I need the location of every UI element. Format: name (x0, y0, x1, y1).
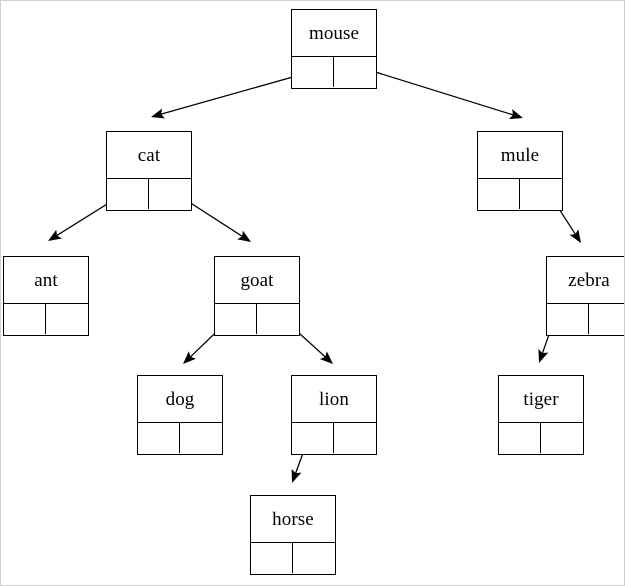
tree-node-goat[interactable]: goat (214, 256, 300, 336)
edge-arrowhead (569, 229, 581, 243)
node-pointers-ant (4, 304, 88, 334)
left-pointer-cell-horse[interactable] (251, 543, 293, 573)
left-pointer-cell-goat[interactable] (215, 304, 257, 334)
node-pointers-dog (138, 423, 222, 453)
node-pointers-goat (215, 304, 299, 334)
left-pointer-cell-zebra[interactable] (547, 304, 589, 334)
tree-node-mule[interactable]: mule (477, 131, 563, 211)
node-label-cat: cat (107, 132, 191, 179)
edge-mouse-left-cat (151, 70, 315, 119)
edge-arrowhead (48, 229, 62, 241)
right-pointer-cell-mouse[interactable] (334, 57, 376, 87)
left-pointer-cell-tiger[interactable] (499, 423, 541, 453)
left-pointer-cell-lion[interactable] (292, 423, 334, 453)
left-pointer-cell-mule[interactable] (478, 179, 520, 209)
tree-node-mouse[interactable]: mouse (291, 9, 377, 89)
edge-arrowhead (183, 351, 196, 364)
node-label-horse: horse (251, 496, 335, 543)
node-pointers-horse (251, 543, 335, 573)
right-pointer-cell-horse[interactable] (293, 543, 335, 573)
right-pointer-cell-mule[interactable] (520, 179, 562, 209)
right-pointer-cell-lion[interactable] (334, 423, 376, 453)
node-pointers-zebra (547, 304, 624, 334)
node-pointers-mule (478, 179, 562, 209)
left-pointer-cell-ant[interactable] (4, 304, 46, 334)
node-label-zebra: zebra (547, 257, 624, 304)
node-label-ant: ant (4, 257, 88, 304)
tree-node-tiger[interactable]: tiger (498, 375, 584, 455)
right-pointer-cell-zebra[interactable] (589, 304, 624, 334)
node-label-goat: goat (215, 257, 299, 304)
edge-mouse-right-mule (352, 64, 523, 120)
edge-arrowhead (151, 108, 165, 119)
edge-arrowhead (509, 109, 523, 120)
node-label-dog: dog (138, 376, 222, 423)
left-pointer-cell-cat[interactable] (107, 179, 149, 209)
node-pointers-cat (107, 179, 191, 209)
tree-node-ant[interactable]: ant (3, 256, 89, 336)
node-label-mouse: mouse (292, 10, 376, 57)
node-label-mule: mule (478, 132, 562, 179)
node-label-tiger: tiger (499, 376, 583, 423)
edge-arrowhead (291, 469, 302, 483)
tree-node-horse[interactable]: horse (250, 495, 336, 575)
node-pointers-mouse (292, 57, 376, 87)
edge-arrowhead (319, 351, 333, 364)
tree-node-cat[interactable]: cat (106, 131, 192, 211)
tree-node-zebra[interactable]: zebra (546, 256, 624, 336)
left-pointer-cell-mouse[interactable] (292, 57, 334, 87)
edge-arrowhead (538, 349, 549, 363)
tree-node-dog[interactable]: dog (137, 375, 223, 455)
right-pointer-cell-cat[interactable] (149, 179, 191, 209)
node-label-lion: lion (292, 376, 376, 423)
node-pointers-lion (292, 423, 376, 453)
right-pointer-cell-dog[interactable] (180, 423, 222, 453)
right-pointer-cell-goat[interactable] (257, 304, 299, 334)
edge-line (352, 64, 514, 116)
right-pointer-cell-ant[interactable] (46, 304, 88, 334)
right-pointer-cell-tiger[interactable] (541, 423, 583, 453)
node-pointers-tiger (499, 423, 583, 453)
edge-arrowhead (237, 230, 251, 242)
tree-node-lion[interactable]: lion (291, 375, 377, 455)
left-pointer-cell-dog[interactable] (138, 423, 180, 453)
